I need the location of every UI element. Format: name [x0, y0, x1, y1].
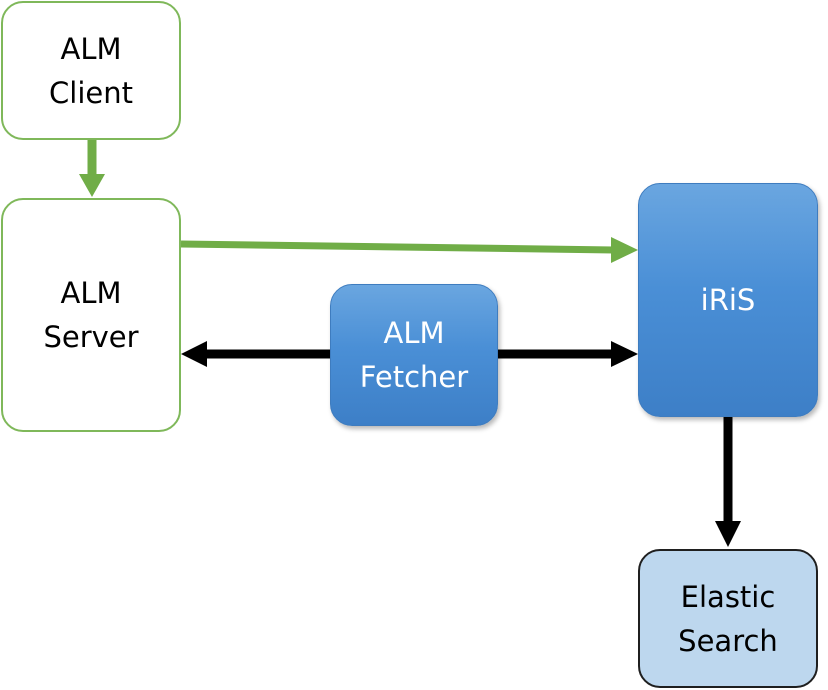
arrow-fetcher-to-iris: [498, 341, 638, 367]
arrow-client-to-server: [79, 140, 105, 197]
alm-client-label-line2: Client: [49, 75, 133, 110]
arrow-fetcher-to-server: [181, 341, 330, 367]
elastic-search-label-line1: Elastic: [680, 579, 776, 614]
alm-fetcher-label-line2: Fetcher: [359, 360, 469, 394]
alm-server-label-line1: ALM: [60, 276, 122, 310]
elastic-search-label-line2: Search: [678, 623, 778, 658]
alm-server-node: ALM Server: [1, 198, 181, 432]
arrow-iris-to-elastic: [715, 417, 741, 547]
alm-client-node: ALM Client: [1, 1, 181, 140]
alm-server-label-line2: Server: [43, 320, 139, 354]
alm-fetcher-label-line1: ALM: [383, 316, 445, 350]
arrow-server-to-iris: [180, 237, 638, 263]
elastic-search-node: Elastic Search: [638, 549, 818, 688]
alm-client-label-line1: ALM: [60, 31, 122, 66]
iris-node: iRiS: [638, 183, 818, 417]
alm-fetcher-node: ALM Fetcher: [330, 284, 498, 426]
iris-label: iRiS: [700, 283, 756, 317]
